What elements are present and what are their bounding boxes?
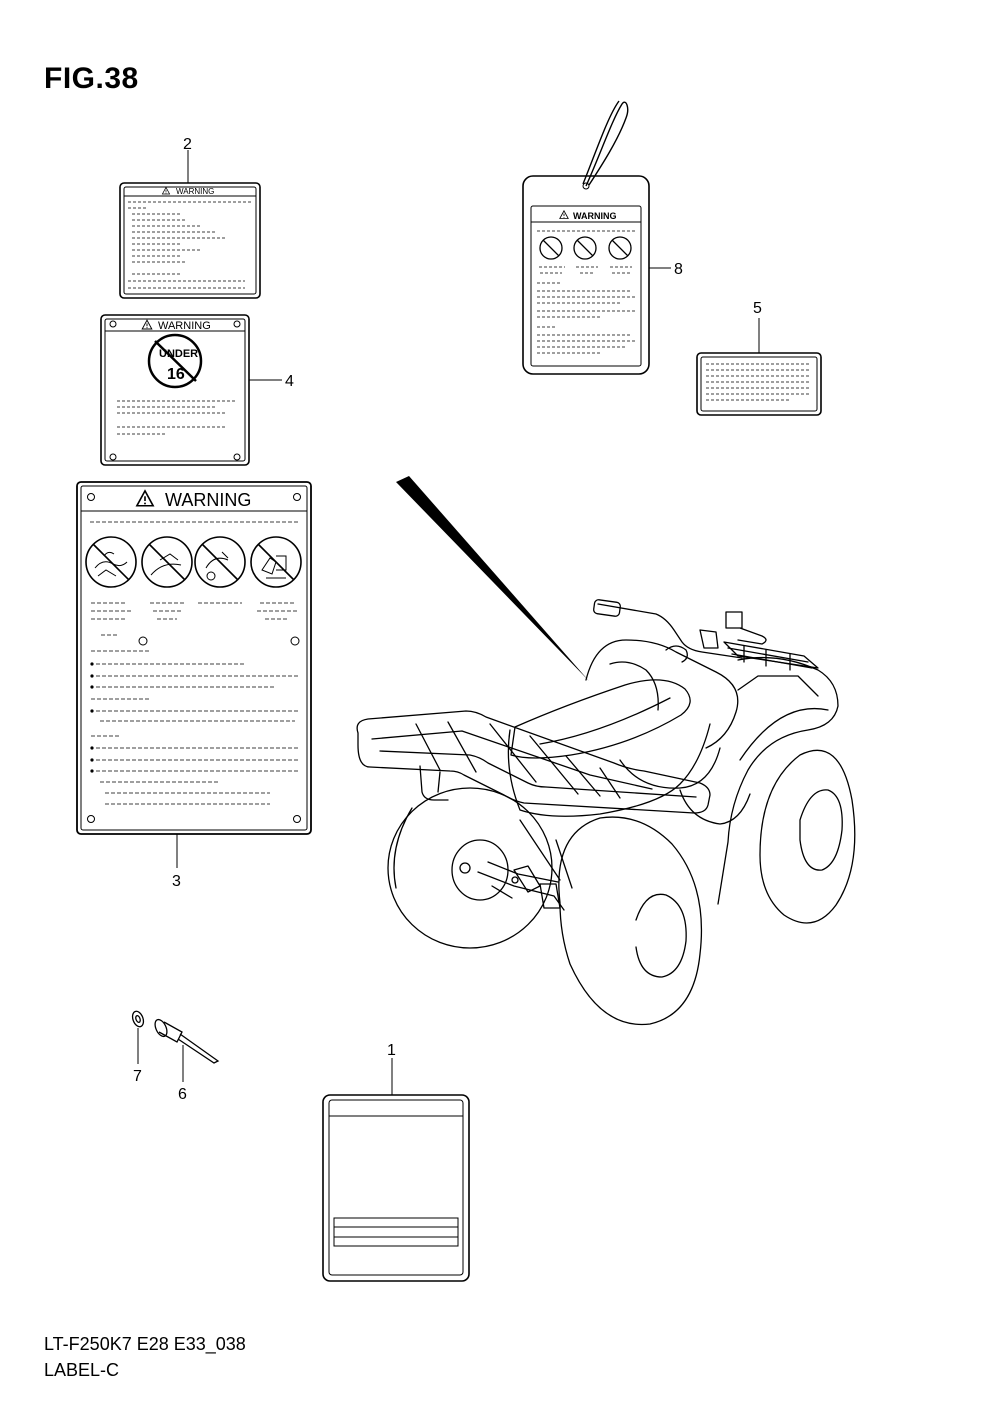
label-3-warning-text: WARNING: [165, 490, 251, 510]
figure-name: LABEL-C: [44, 1360, 120, 1380]
figure-code: LT-F250K7 E28 E33_038: [44, 1334, 246, 1354]
location-pointer: [396, 476, 589, 681]
label-4-under-text: UNDER: [159, 348, 198, 360]
label-2-warning-text: WARNING: [176, 187, 214, 196]
label-4-age-text: 16: [167, 366, 185, 383]
label-1-plate[interactable]: [322, 1094, 470, 1282]
label-3-large-warning[interactable]: WARNING: [76, 481, 312, 835]
label-8-warning-text: WARNING: [573, 211, 617, 221]
atv-illustration: [356, 599, 856, 1026]
part-6-rivet[interactable]: [153, 1018, 220, 1064]
callout-4: 4: [285, 373, 294, 390]
part-7-washer[interactable]: [131, 1010, 146, 1028]
figure-title: FIG.38: [44, 62, 139, 95]
callout-5: 5: [753, 300, 762, 317]
label-5-info[interactable]: [696, 352, 822, 416]
label-4-age-warning[interactable]: WARNING UNDER 16: [100, 314, 250, 466]
callout-2: 2: [183, 136, 192, 153]
label-2-small-warning[interactable]: WARNING: [119, 182, 261, 299]
callout-8: 8: [674, 261, 683, 278]
callout-7: 7: [133, 1068, 142, 1085]
callout-6: 6: [178, 1086, 187, 1103]
label-8-hang-tag[interactable]: WARNING: [522, 100, 650, 375]
callout-1: 1: [387, 1042, 396, 1059]
callout-3: 3: [172, 873, 181, 890]
label-4-warning-text: WARNING: [158, 320, 211, 332]
